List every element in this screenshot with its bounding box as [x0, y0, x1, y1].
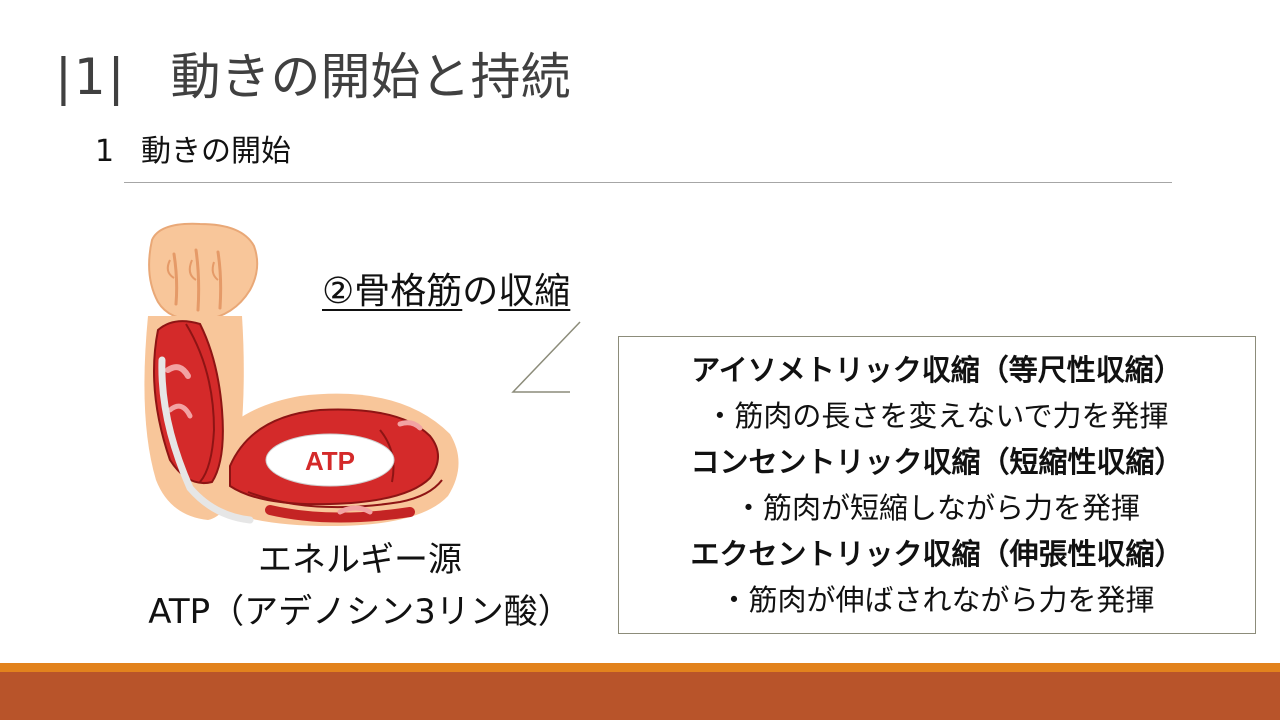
isometric-title: アイソメトリック収縮（等尺性収縮）: [691, 353, 1183, 387]
subtitle-text: 動きの開始: [141, 134, 291, 169]
energy-line-2: ATP（アデノシン3リン酸）: [148, 592, 572, 632]
concentric-title: コンセントリック収縮（短縮性収縮）: [690, 445, 1184, 479]
isometric-desc: ・筋肉の長さを変えないで力を発揮: [705, 399, 1169, 433]
title-number: |1|: [55, 48, 127, 106]
heading-part-3: 収縮: [498, 271, 571, 312]
title-text: 動きの開始と持続: [170, 48, 571, 106]
atp-badge: ATP: [305, 446, 355, 476]
page-title: |1| 動きの開始と持続: [55, 42, 571, 112]
contraction-types-box: アイソメトリック収縮（等尺性収縮） ・筋肉の長さを変えないで力を発揮 コンセント…: [618, 336, 1256, 634]
heading-part-2: の: [462, 271, 499, 312]
divider: [124, 182, 1172, 183]
eccentric-title: エクセントリック収縮（伸張性収縮）: [690, 537, 1184, 571]
eccentric-desc: ・筋肉が伸ばされながら力を発揮: [719, 583, 1155, 617]
callout-pointer: [511, 321, 581, 393]
energy-line-1: エネルギー源: [258, 540, 462, 580]
concentric-desc: ・筋肉が短縮しながら力を発揮: [733, 491, 1140, 525]
energy-source-caption: エネルギー源 ATP（アデノシン3リン酸）: [120, 534, 600, 638]
flexed-arm-muscle-illustration: ATP: [144, 222, 459, 526]
subtitle-number: 1: [95, 134, 115, 169]
footer-band-light: [0, 663, 1280, 672]
section-subtitle: 1 動きの開始: [95, 130, 291, 174]
section-heading: ②骨格筋の収縮: [322, 266, 570, 318]
footer-band-dark: [0, 672, 1280, 720]
heading-part-1: ②骨格筋: [322, 271, 463, 312]
